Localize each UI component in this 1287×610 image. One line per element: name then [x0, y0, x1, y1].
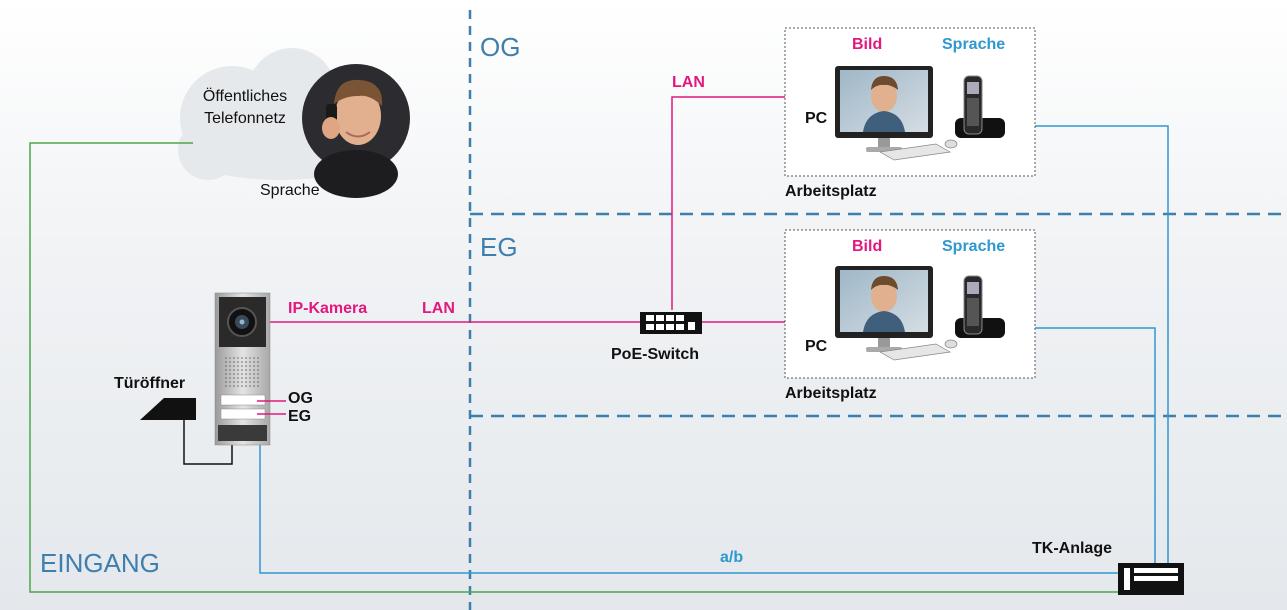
cloud-label-line1: Öffentliches — [202, 88, 288, 105]
eg-arbeitsplatz-label: Arbeitsplatz — [785, 385, 877, 402]
ab-line-station-to-tk — [259, 440, 1118, 574]
og-pc-label: PC — [805, 110, 828, 127]
phone-eg-icon — [955, 275, 1005, 338]
door-station-icon — [214, 292, 271, 446]
lan-label-upper: LAN — [672, 74, 705, 91]
pc-monitor-og-icon — [835, 66, 958, 161]
phone-og-icon — [955, 75, 1005, 138]
bell-og-label: OG — [288, 390, 313, 407]
og-arbeitsplatz-label: Arbeitsplatz — [785, 183, 877, 200]
zone-label-eg: EG — [480, 232, 518, 262]
bell-eg-label: EG — [288, 408, 312, 425]
poe-switch-icon — [640, 312, 702, 334]
eg-pc-label: PC — [805, 338, 828, 355]
phone-line-eg — [1005, 327, 1156, 565]
eg-sprache-label: Sprache — [942, 238, 1006, 255]
cloud-caption: Sprache — [260, 182, 320, 199]
tk-anlage-icon — [1118, 563, 1184, 595]
pc-monitor-eg-icon — [835, 266, 958, 361]
lan-label-mid: LAN — [422, 300, 455, 317]
door-opener-wire — [183, 420, 233, 465]
door-opener-icon — [140, 398, 196, 420]
tk-anlage-label: TK-Anlage — [1032, 540, 1112, 557]
cloud-label-line2: Telefonnetz — [204, 110, 286, 127]
eg-bild-label: Bild — [852, 238, 883, 255]
lan-switch-to-og-pc — [671, 96, 800, 310]
caller-photo — [302, 64, 410, 198]
cloud-label: Öffentliches Telefonnetz — [170, 86, 320, 130]
ab-label: a/b — [720, 549, 744, 566]
phone-line-og — [1005, 125, 1169, 565]
zone-label-eingang: EINGANG — [40, 548, 160, 578]
poe-switch-label: PoE-Switch — [611, 346, 700, 363]
ip-kamera-label: IP-Kamera — [288, 300, 368, 317]
og-sprache-label: Sprache — [942, 36, 1006, 53]
tueroeffner-label: Türöffner — [114, 375, 186, 392]
og-bild-label: Bild — [852, 36, 883, 53]
zone-label-og: OG — [480, 32, 521, 62]
